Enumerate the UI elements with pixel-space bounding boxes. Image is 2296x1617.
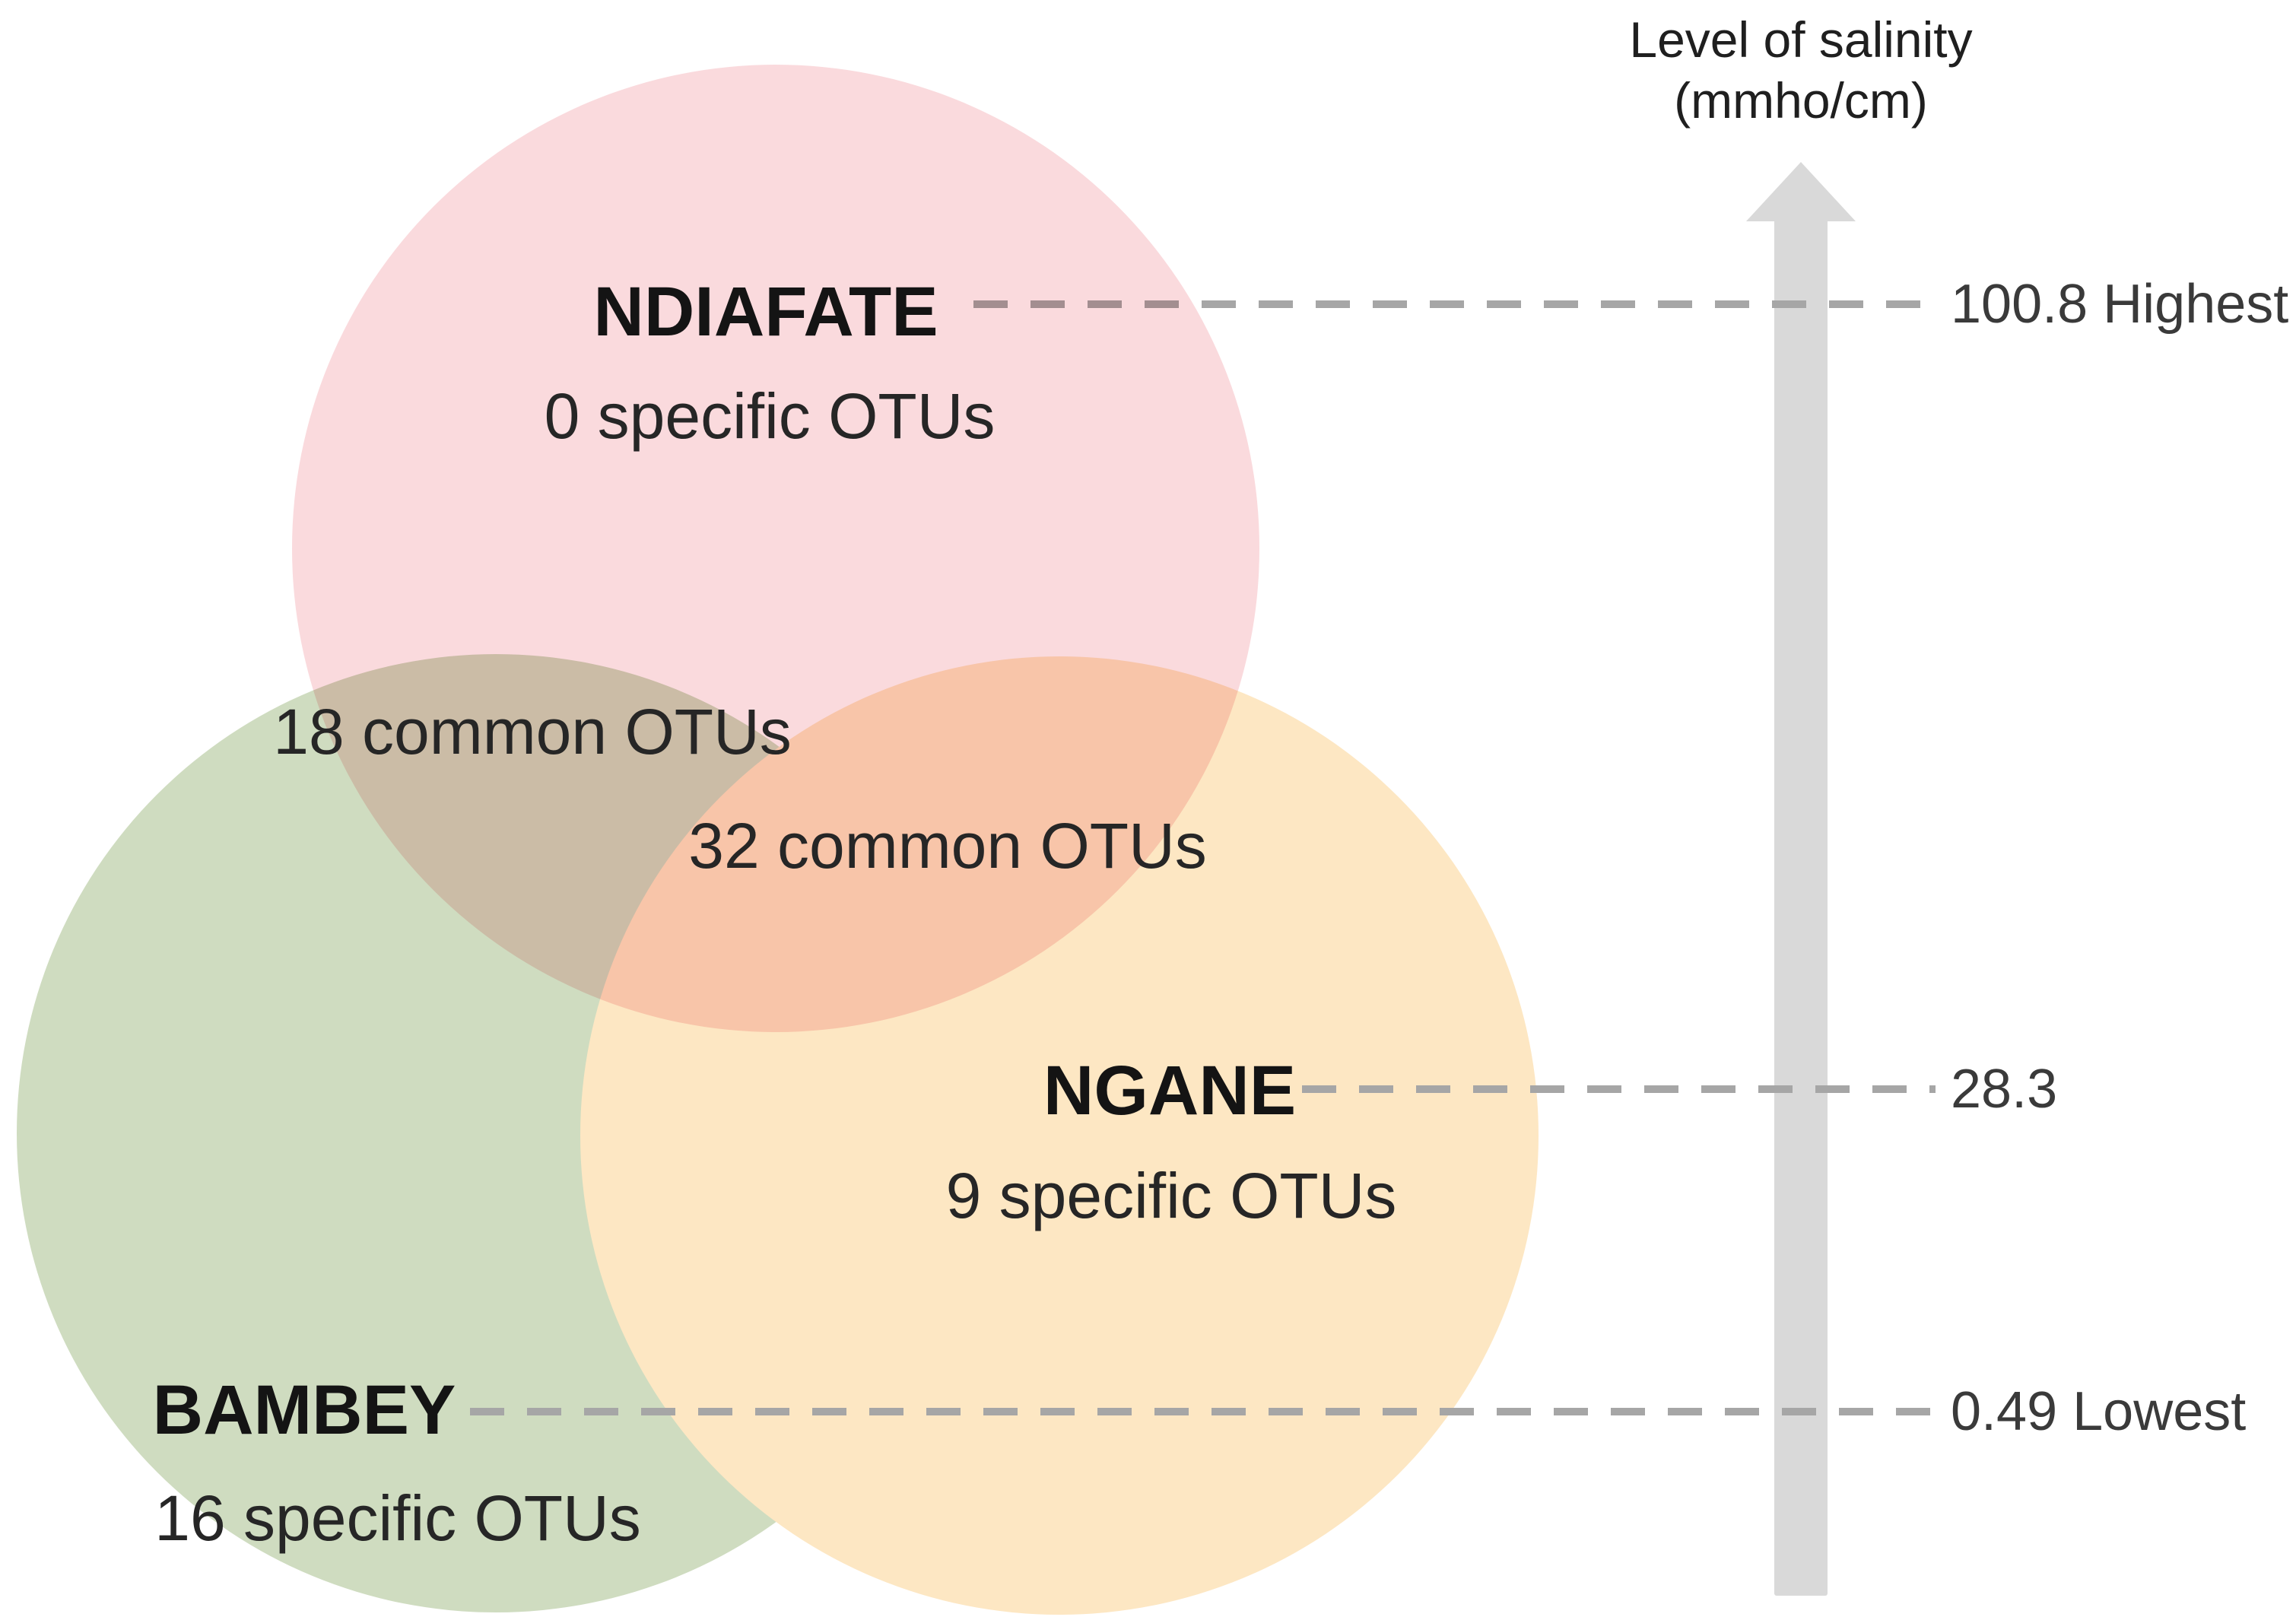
salinity-arrow-shaft [1774,218,1828,1596]
bambey-label: BAMBEY [153,1371,456,1449]
axis-title-line2: (mmho/cm) [1674,72,1928,129]
axis-title-line1: Level of salinity [1629,11,1972,68]
ndiafate-circle [292,65,1259,1032]
ndiafate-otus-label: 0 specific OTUs [545,380,996,452]
up-arrow-icon [1746,162,1856,1596]
salinity-arrow-head [1746,162,1856,221]
overlap-ndiafate-bambey-label: 18 common OTUs [273,696,792,767]
salinity-lowest-label: 0.49 Lowest [1951,1381,2246,1442]
salinity-highest-label: 100.8 Highest [1951,274,2288,335]
salinity-mid-label: 28.3 [1951,1059,2057,1120]
overlap-ndiafate-ngane-label: 32 common OTUs [688,810,1207,882]
ngane-otus-label: 9 specific OTUs [946,1160,1397,1231]
bambey-otus-label: 16 specific OTUs [154,1482,641,1554]
ndiafate-label: NDIAFATE [593,273,938,351]
ngane-label: NGANE [1043,1052,1296,1129]
